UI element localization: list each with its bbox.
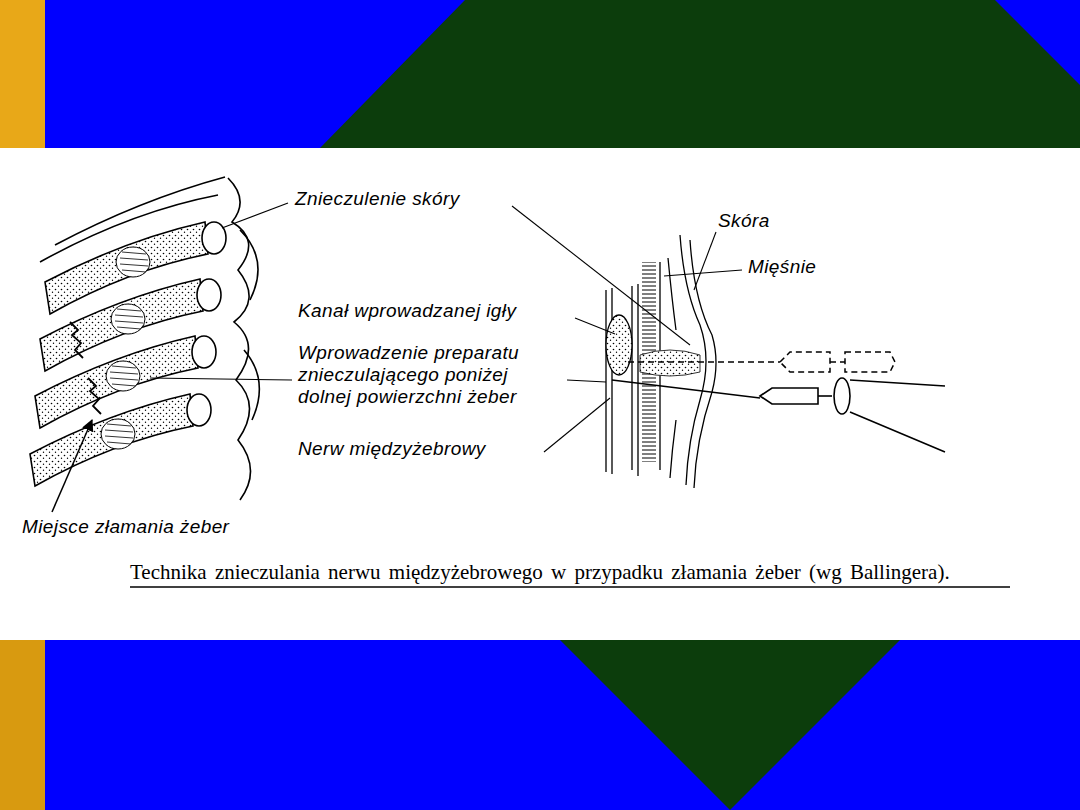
- caption: Technika znieczulania nerwu międzyżebrow…: [22, 559, 1050, 585]
- caption-underline: [130, 586, 1010, 587]
- part-label: Mięśnie: [748, 256, 816, 278]
- green-shape: [320, 0, 1080, 148]
- part-label: Kanał wprowadzanej igły: [298, 300, 516, 322]
- part-label: Znieczulenie skóry: [295, 188, 460, 210]
- arrow: [52, 420, 92, 512]
- syringe-dashed: [628, 352, 895, 372]
- yellow-bar: [0, 0, 45, 148]
- part-label: Nerw międzyżebrowy: [298, 438, 486, 460]
- part-label: Skóra: [718, 210, 770, 232]
- leader-lines: [150, 203, 742, 452]
- part-label: Miejsce złamania żeber: [22, 516, 229, 538]
- fracture-marks: [70, 322, 101, 414]
- green-triangle: [560, 640, 900, 810]
- syringe: [612, 378, 945, 452]
- white-band: [0, 148, 1080, 640]
- part-label: Wprowadzenie preparatu znieczulającego p…: [298, 342, 548, 408]
- yellow-bar: [0, 640, 45, 810]
